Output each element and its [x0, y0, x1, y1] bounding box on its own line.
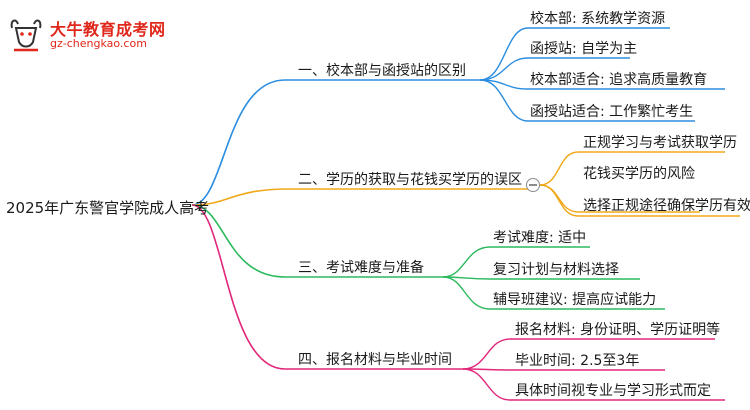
connector-b3-c3 — [442, 276, 665, 310]
connector-root-branch4 — [191, 204, 463, 370]
connector-b3-c1 — [442, 246, 590, 278]
branch-4-item-1: 报名材料: 身份证明、学历证明等 — [515, 322, 721, 338]
connector-b3-c2 — [442, 276, 640, 280]
branch-2-item-1: 正规学习与考试获取学历 — [583, 135, 737, 151]
connector-root-branch1 — [191, 79, 480, 206]
branch-4-item-2: 毕业时间: 2.5至3年 — [515, 353, 640, 369]
mindmap-root: 2025年广东警官学院成人高考 — [6, 199, 210, 217]
bull-logo-icon — [10, 19, 42, 52]
branch-2-item-2: 花钱买学历的风险 — [583, 166, 695, 182]
logo-url-text: gz-chengkao.com — [50, 37, 147, 50]
connector-b1-c3 — [479, 79, 725, 90]
connector-b1-c2 — [479, 57, 630, 81]
connector-b2-c1 — [539, 151, 725, 186]
branch-3-item-1: 考试难度: 适中 — [493, 230, 587, 246]
connector-b1-c1 — [479, 27, 670, 81]
branch-1-item-4: 函授站适合: 工作繁忙考生 — [530, 104, 694, 120]
branch-2-item-3: 选择正规途径确保学历有效 — [583, 198, 750, 214]
branch-1-item-2: 函授站: 自学为主 — [530, 41, 638, 57]
connector-b4-c1 — [462, 338, 715, 370]
branch-3-item-3: 辅导班建议: 提高应试能力 — [493, 292, 657, 308]
branch-1-item-3: 校本部适合: 追求高质量教育 — [530, 72, 708, 88]
connector-b1-c4 — [479, 79, 695, 122]
connector-root-branch2 — [191, 188, 528, 206]
branch-2-label: 二、学历的获取与花钱买学历的误区 — [298, 172, 522, 188]
branch-1-item-1: 校本部: 系统教学资源 — [530, 11, 666, 27]
branch-3-item-2: 复习计划与材料选择 — [493, 262, 619, 278]
connector-b2-c3 — [539, 184, 740, 217]
connector-b4-c2 — [462, 368, 665, 371]
branch-3-label: 三、考试难度与准备 — [298, 260, 424, 276]
collapse-toggle[interactable] — [526, 178, 540, 192]
connector-b4-c3 — [462, 368, 725, 401]
connector-root-branch3 — [191, 204, 443, 278]
branch-4-item-3: 具体时间视专业与学习形式而定 — [515, 383, 711, 399]
branch-1-label: 一、校本部与函授站的区别 — [298, 63, 466, 79]
logo-brand-text: 大牛教育成考网 — [50, 20, 166, 39]
branch-4-label: 四、报名材料与毕业时间 — [298, 352, 452, 368]
site-logo: 大牛教育成考网 gz-chengkao.com — [6, 14, 206, 54]
